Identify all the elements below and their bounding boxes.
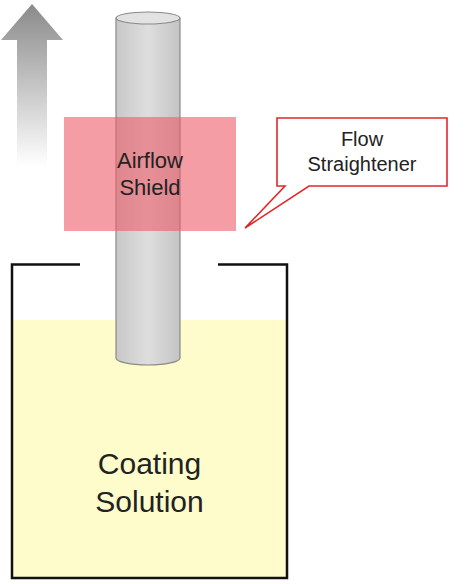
lift-arrow [1,4,63,166]
node-label: Flow Straightener [292,127,432,177]
callout-border [245,118,447,228]
node-label: Airflow Shield [95,147,205,202]
rod-top [116,12,180,24]
airflow-shield: Airflow Shield [64,117,236,231]
callout-box: Flow Straightener [277,118,447,186]
node-label: Coating Solution [70,445,230,520]
